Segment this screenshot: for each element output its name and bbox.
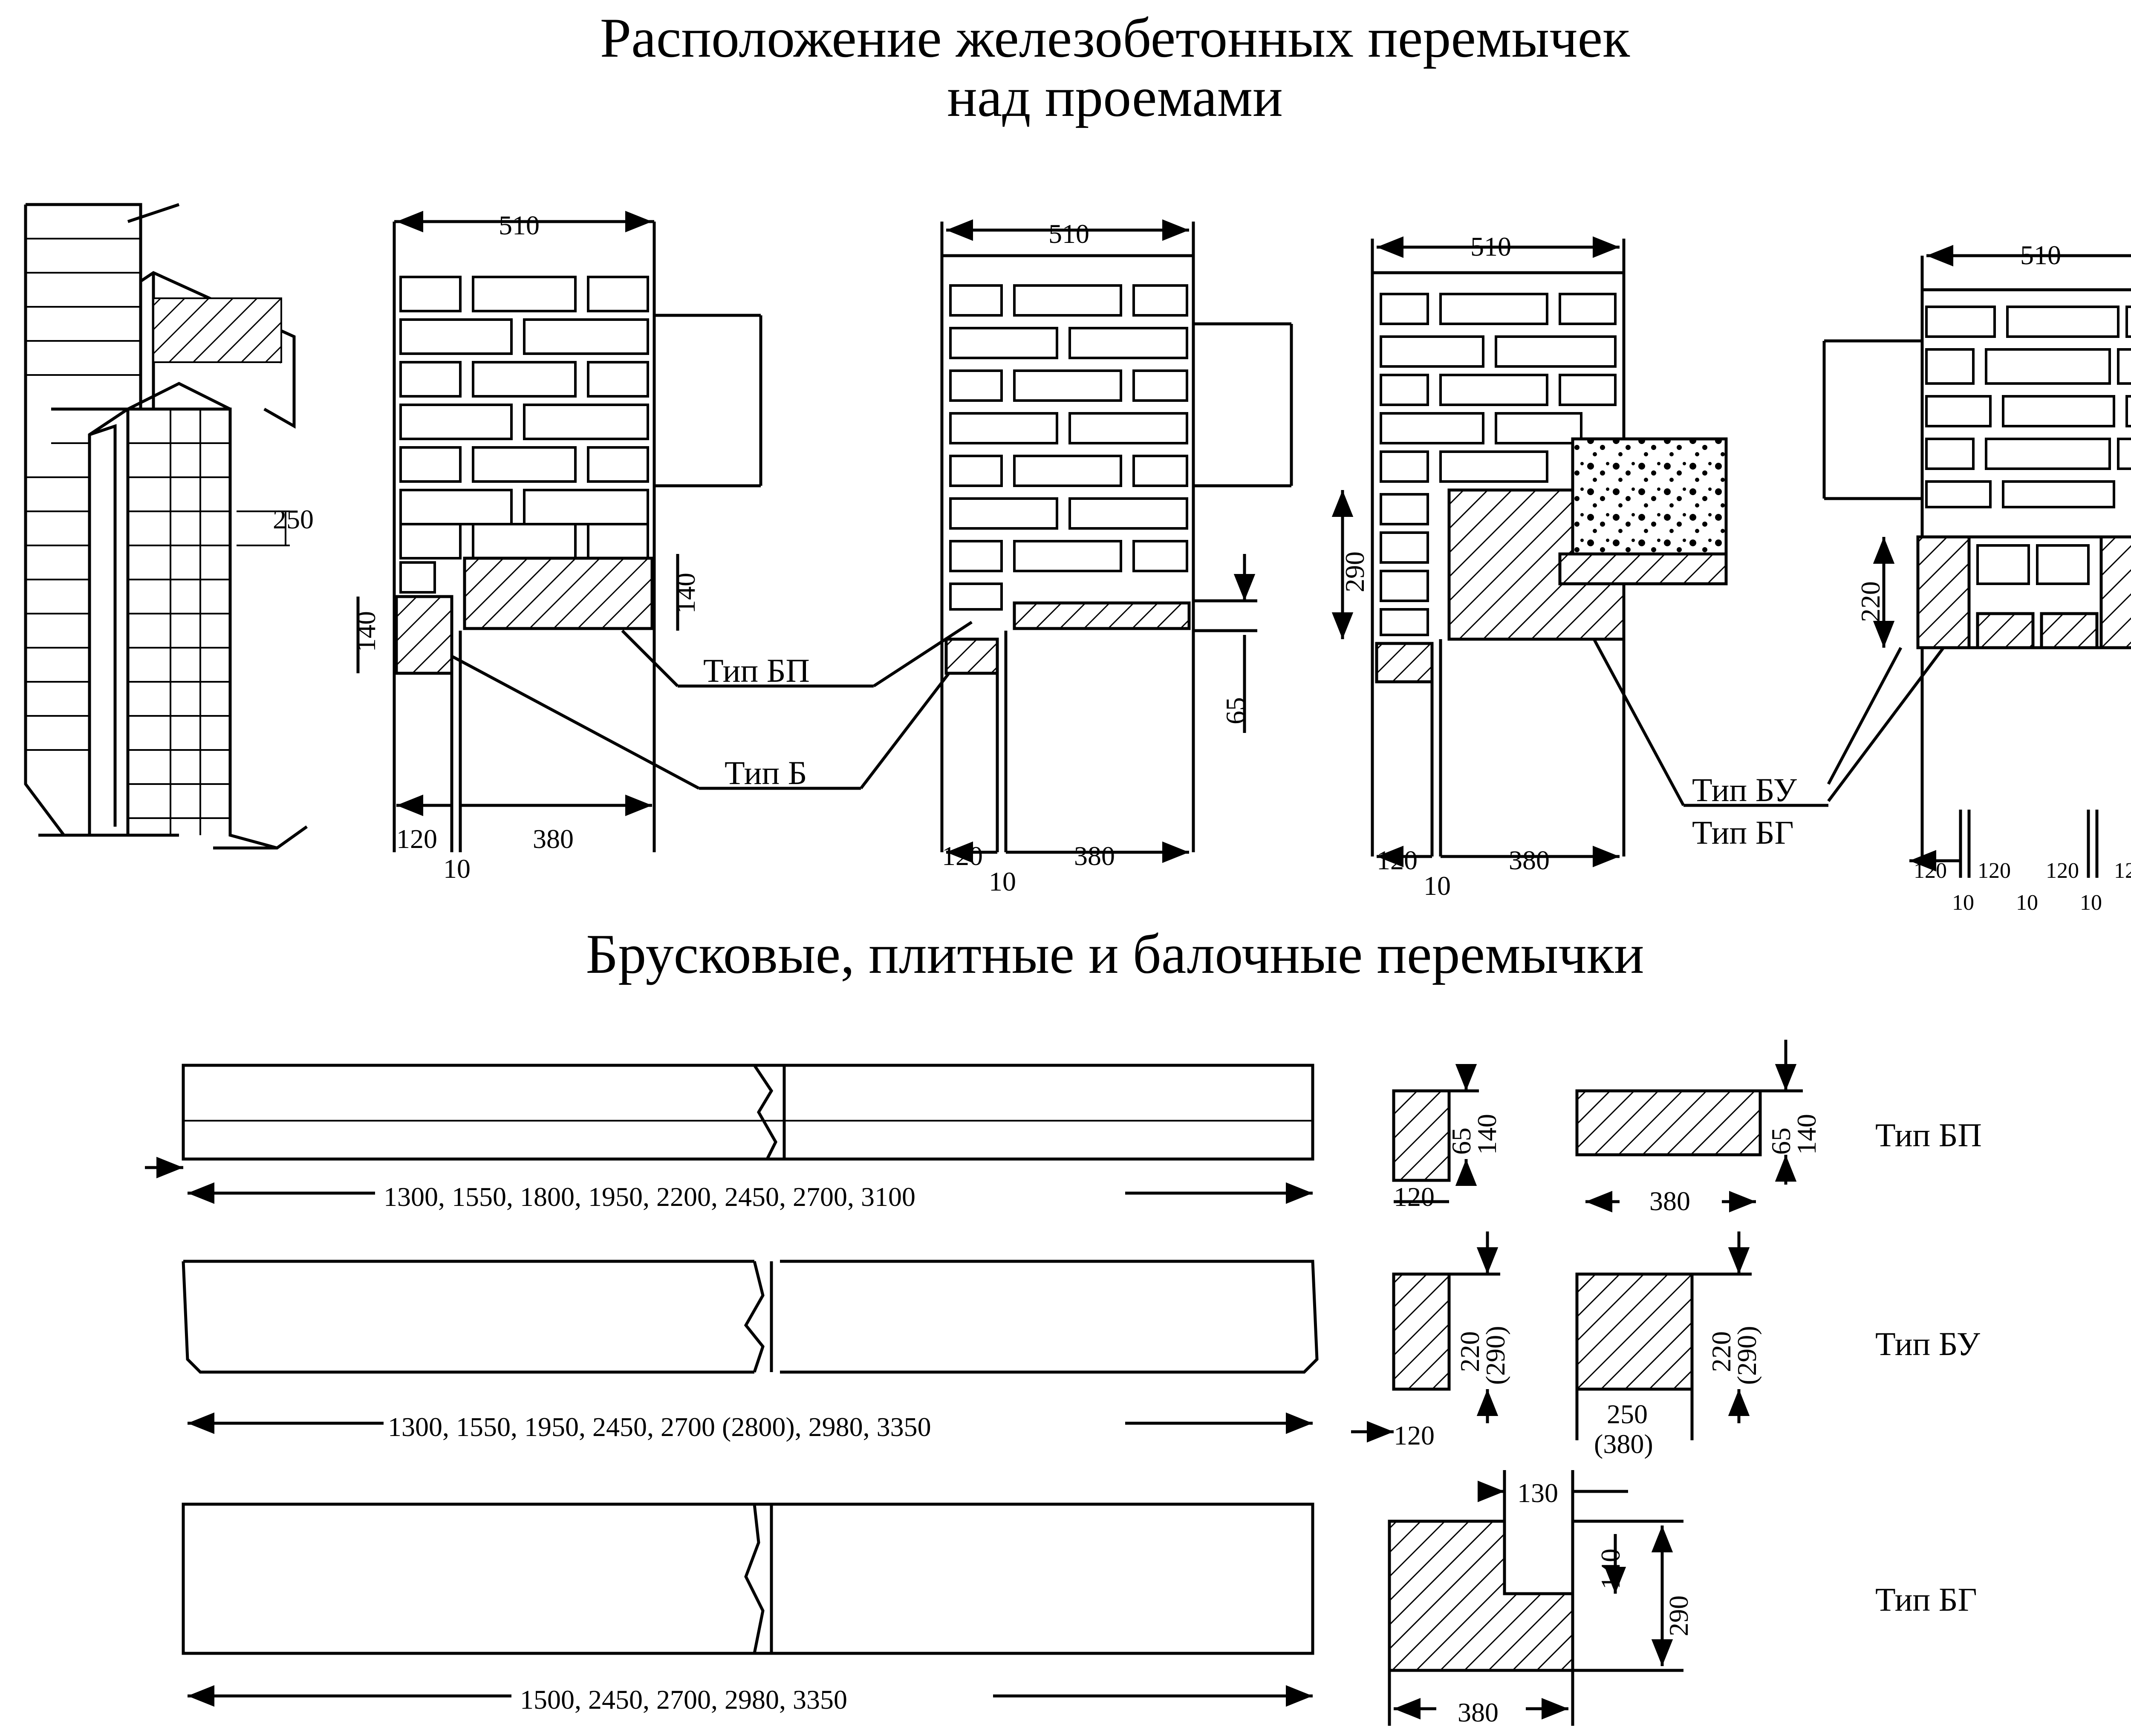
elev1-dim-b: 10	[443, 854, 471, 884]
elev1-dim-h1: 140	[351, 611, 381, 652]
beam-bg-s-h: 290	[1663, 1595, 1694, 1636]
type-callouts: Тип БП Тип Б Тип БУ Тип БГ	[703, 652, 1797, 851]
elev4-dim-g3: 10	[2080, 891, 2102, 915]
main-title-line1: Расположение железобетонных перемычек	[600, 6, 1630, 69]
beam-bp-s2-h2: 140	[1791, 1114, 1822, 1155]
callout-type-bp: Тип БП	[703, 652, 810, 689]
elev1-dim-a: 120	[396, 824, 437, 854]
elev1-dim-c: 380	[533, 824, 574, 854]
elev4-dim-b1: 120	[1914, 859, 1947, 883]
beam-bp-section-2	[1575, 1040, 1803, 1213]
elev4-dim-top: 510	[2020, 240, 2061, 270]
beam-bu-s1-h2: (290)	[1480, 1326, 1510, 1385]
beam-bp-s1-h2: 140	[1472, 1114, 1502, 1155]
beam-bu-s1-h1: 220	[1455, 1331, 1485, 1372]
elev3-dim-b: 10	[1424, 871, 1451, 901]
elev2-dim-h: 65	[1220, 697, 1250, 724]
beam-bp-s1-h1: 65	[1446, 1128, 1476, 1155]
elevation-4	[1822, 245, 2131, 878]
isometric-wall-view	[24, 203, 308, 850]
elevation-3	[1331, 236, 1828, 868]
beam-bg-s-w: 380	[1458, 1697, 1499, 1727]
elev4-dim-b4: 120	[2114, 859, 2131, 883]
beam-bu-s2-h1: 220	[1706, 1331, 1736, 1372]
elev3-dim-c: 380	[1509, 845, 1550, 875]
elev4-dim-g2: 10	[2016, 891, 2038, 915]
elev2-dim-top: 510	[1048, 219, 1089, 249]
elev1-dim-top: 510	[499, 210, 540, 240]
beam-bg-section	[1388, 1470, 1683, 1726]
elevation-2	[940, 219, 1293, 863]
beam-bp-type-label: Тип БП	[1875, 1116, 1982, 1153]
elev4-dim-b2: 120	[1978, 859, 2011, 883]
elev3-dim-a: 120	[1377, 845, 1418, 875]
beam-bu-s1-w: 120	[1394, 1420, 1435, 1451]
beam-bu-s2-w1: 250	[1607, 1399, 1648, 1429]
main-title-line2: над проемами	[947, 65, 1283, 128]
section-title: Брусковые, плитные и балочные перемычки	[586, 923, 1644, 985]
beam-bu-s2-h2: (290)	[1732, 1326, 1762, 1385]
beam-bg-type-label: Тип БГ	[1875, 1581, 1977, 1618]
elev2-dim-a: 120	[942, 841, 983, 871]
beam-bu-type-label: Тип БУ	[1875, 1325, 1981, 1362]
beam-bp-s1-w: 120	[1394, 1182, 1435, 1212]
elev3-dim-h: 290	[1340, 551, 1370, 592]
elev2-dim-c: 380	[1074, 841, 1115, 871]
beam-bu-section-2	[1575, 1231, 1752, 1440]
elevation-1	[356, 211, 973, 852]
elev3-dim-top: 510	[1470, 231, 1511, 262]
elev4-dim-g1: 10	[1952, 891, 1974, 915]
beam-bp-elevation	[145, 1064, 1314, 1204]
callout-type-bu: Тип БУ	[1692, 771, 1797, 808]
beam-labels: 1300, 1550, 1800, 1950, 2200, 2450, 2700…	[384, 1114, 1982, 1727]
beam-bg-lengths: 1500, 2450, 2700, 2980, 3350	[520, 1684, 847, 1715]
beam-bp-s2-h1: 65	[1766, 1128, 1796, 1155]
beam-bg-elevation	[182, 1502, 1314, 1707]
callout-type-b: Тип Б	[725, 754, 807, 791]
elev4-dim-h: 220	[1855, 581, 1886, 622]
beam-bp-lengths: 1300, 1550, 1800, 1950, 2200, 2450, 2700…	[384, 1182, 915, 1212]
beam-bp-s2-w: 380	[1649, 1186, 1690, 1216]
callout-type-bg: Тип БГ	[1692, 814, 1794, 851]
beam-bu-s2-w2: (380)	[1594, 1429, 1653, 1459]
beam-bg-s-top: 130	[1517, 1478, 1558, 1508]
beam-bg-s-mid: 140	[1595, 1549, 1626, 1589]
dimension-labels: 250 510 140 140 120 10 380 510 65 120 10…	[273, 210, 2131, 915]
beam-bp-section-1	[1392, 1064, 1479, 1203]
elev1-dim-h2: 140	[670, 573, 701, 614]
iso-dim-250: 250	[273, 504, 314, 534]
beam-bu-section-1	[1351, 1231, 1500, 1443]
beam-bu-elevation	[182, 1260, 1319, 1434]
elev4-dim-b3: 120	[2046, 859, 2079, 883]
beam-bu-lengths: 1300, 1550, 1950, 2450, 2700 (2800), 298…	[388, 1412, 931, 1442]
main-title: Расположение железобетонных перемычек на…	[0, 6, 2131, 128]
elev2-dim-b: 10	[989, 866, 1016, 897]
